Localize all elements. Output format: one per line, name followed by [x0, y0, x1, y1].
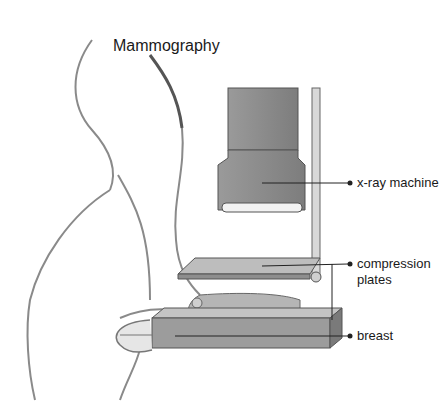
leader-dot [348, 334, 353, 339]
upper-compression-plate [178, 258, 320, 274]
part-label: x-ray machine [357, 175, 439, 191]
leader-line [262, 264, 348, 266]
leader-line [262, 183, 348, 184]
upper-plate-edge [178, 274, 310, 279]
part-label: compression plates [357, 256, 439, 289]
finger-line [120, 335, 152, 336]
lower-plate-top [152, 308, 342, 318]
neck-line [150, 55, 182, 128]
x-ray-head [218, 150, 305, 210]
back-outline [28, 190, 110, 400]
hand [116, 320, 152, 352]
x-ray-window [222, 203, 302, 212]
nipple [192, 298, 202, 308]
arm-outline [118, 175, 150, 300]
diagram-title: Mammography [113, 36, 220, 56]
leader-line [175, 336, 348, 337]
leader-dot [348, 181, 353, 186]
plate-hinge [311, 272, 321, 282]
part-label: breast [357, 328, 439, 344]
x-ray-housing [228, 88, 298, 150]
head-outline [76, 40, 114, 190]
leader-dot [348, 262, 353, 267]
leader-line [332, 264, 333, 320]
lower-plate-front [152, 318, 330, 348]
